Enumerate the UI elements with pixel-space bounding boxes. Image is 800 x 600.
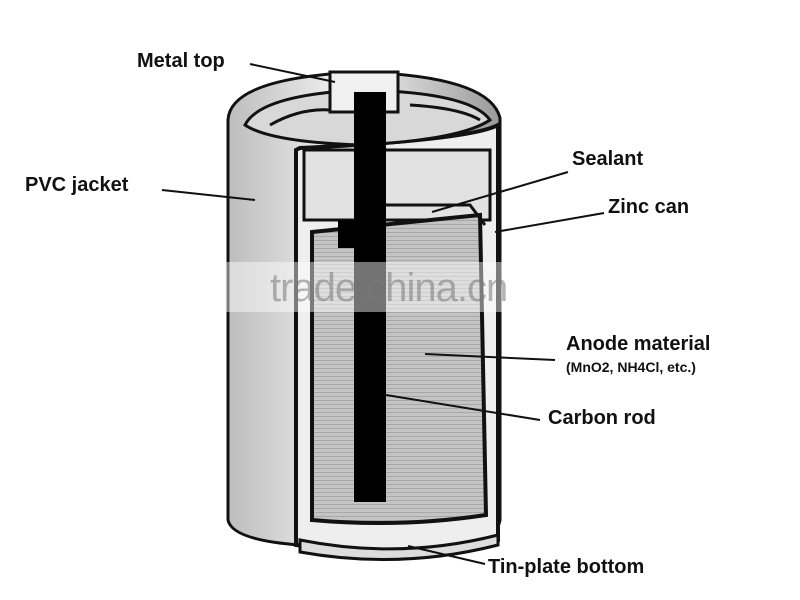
leader-pvc-jacket	[161, 189, 256, 201]
label-carbon-rod: Carbon rod	[548, 407, 656, 429]
tin-plate-bottom-shape	[298, 533, 500, 562]
watermark-band	[225, 262, 535, 312]
label-pvc-jacket: PVC jacket	[25, 174, 129, 196]
leader-tin-plate	[407, 545, 486, 565]
leader-zinc-can	[494, 212, 605, 233]
label-anode-composition: (MnO2, NH4Cl, etc.)	[566, 359, 696, 375]
carbon-rod-shape	[354, 92, 386, 502]
leader-metal-top	[249, 63, 336, 83]
label-tin-plate-bottom: Tin-plate bottom	[488, 556, 645, 578]
leader-anode	[424, 353, 556, 361]
leader-sealant	[431, 171, 569, 213]
sealant-shape	[302, 148, 492, 222]
label-zinc-can: Zinc can	[608, 196, 690, 218]
leader-carbon-rod	[385, 394, 541, 421]
label-sealant: Sealant	[572, 148, 644, 170]
label-metal-top: Metal top	[137, 50, 225, 72]
watermark: trade.china.cn	[270, 266, 508, 310]
label-anode-material: Anode material	[566, 333, 711, 355]
